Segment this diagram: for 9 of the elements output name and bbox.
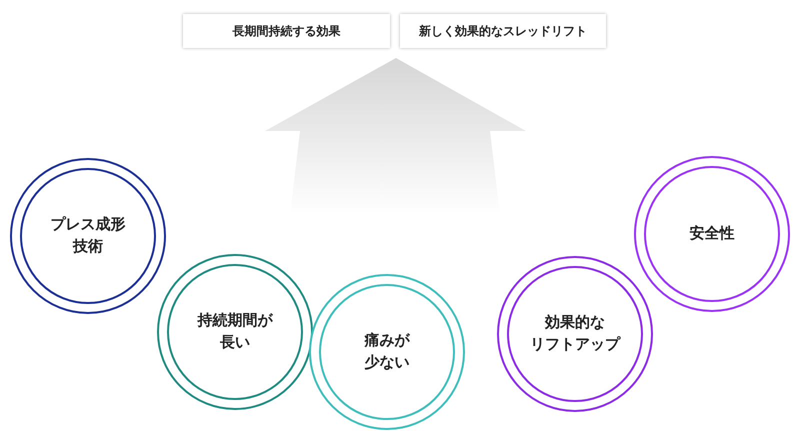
label-box: [400, 14, 606, 48]
circle-text: 安全性: [690, 223, 734, 244]
box-text: 長期間持続する効果: [232, 22, 340, 40]
circle-text: 効果的なリフトアップ: [530, 312, 620, 355]
circle-text: プレス成形技術: [50, 214, 126, 257]
box-text: 新しく効果的なスレッドリフト: [419, 22, 587, 40]
circle-text: 持続期間が長い: [198, 310, 272, 353]
circle-text: 痛みが少ない: [364, 330, 410, 373]
label-box: [183, 14, 390, 48]
